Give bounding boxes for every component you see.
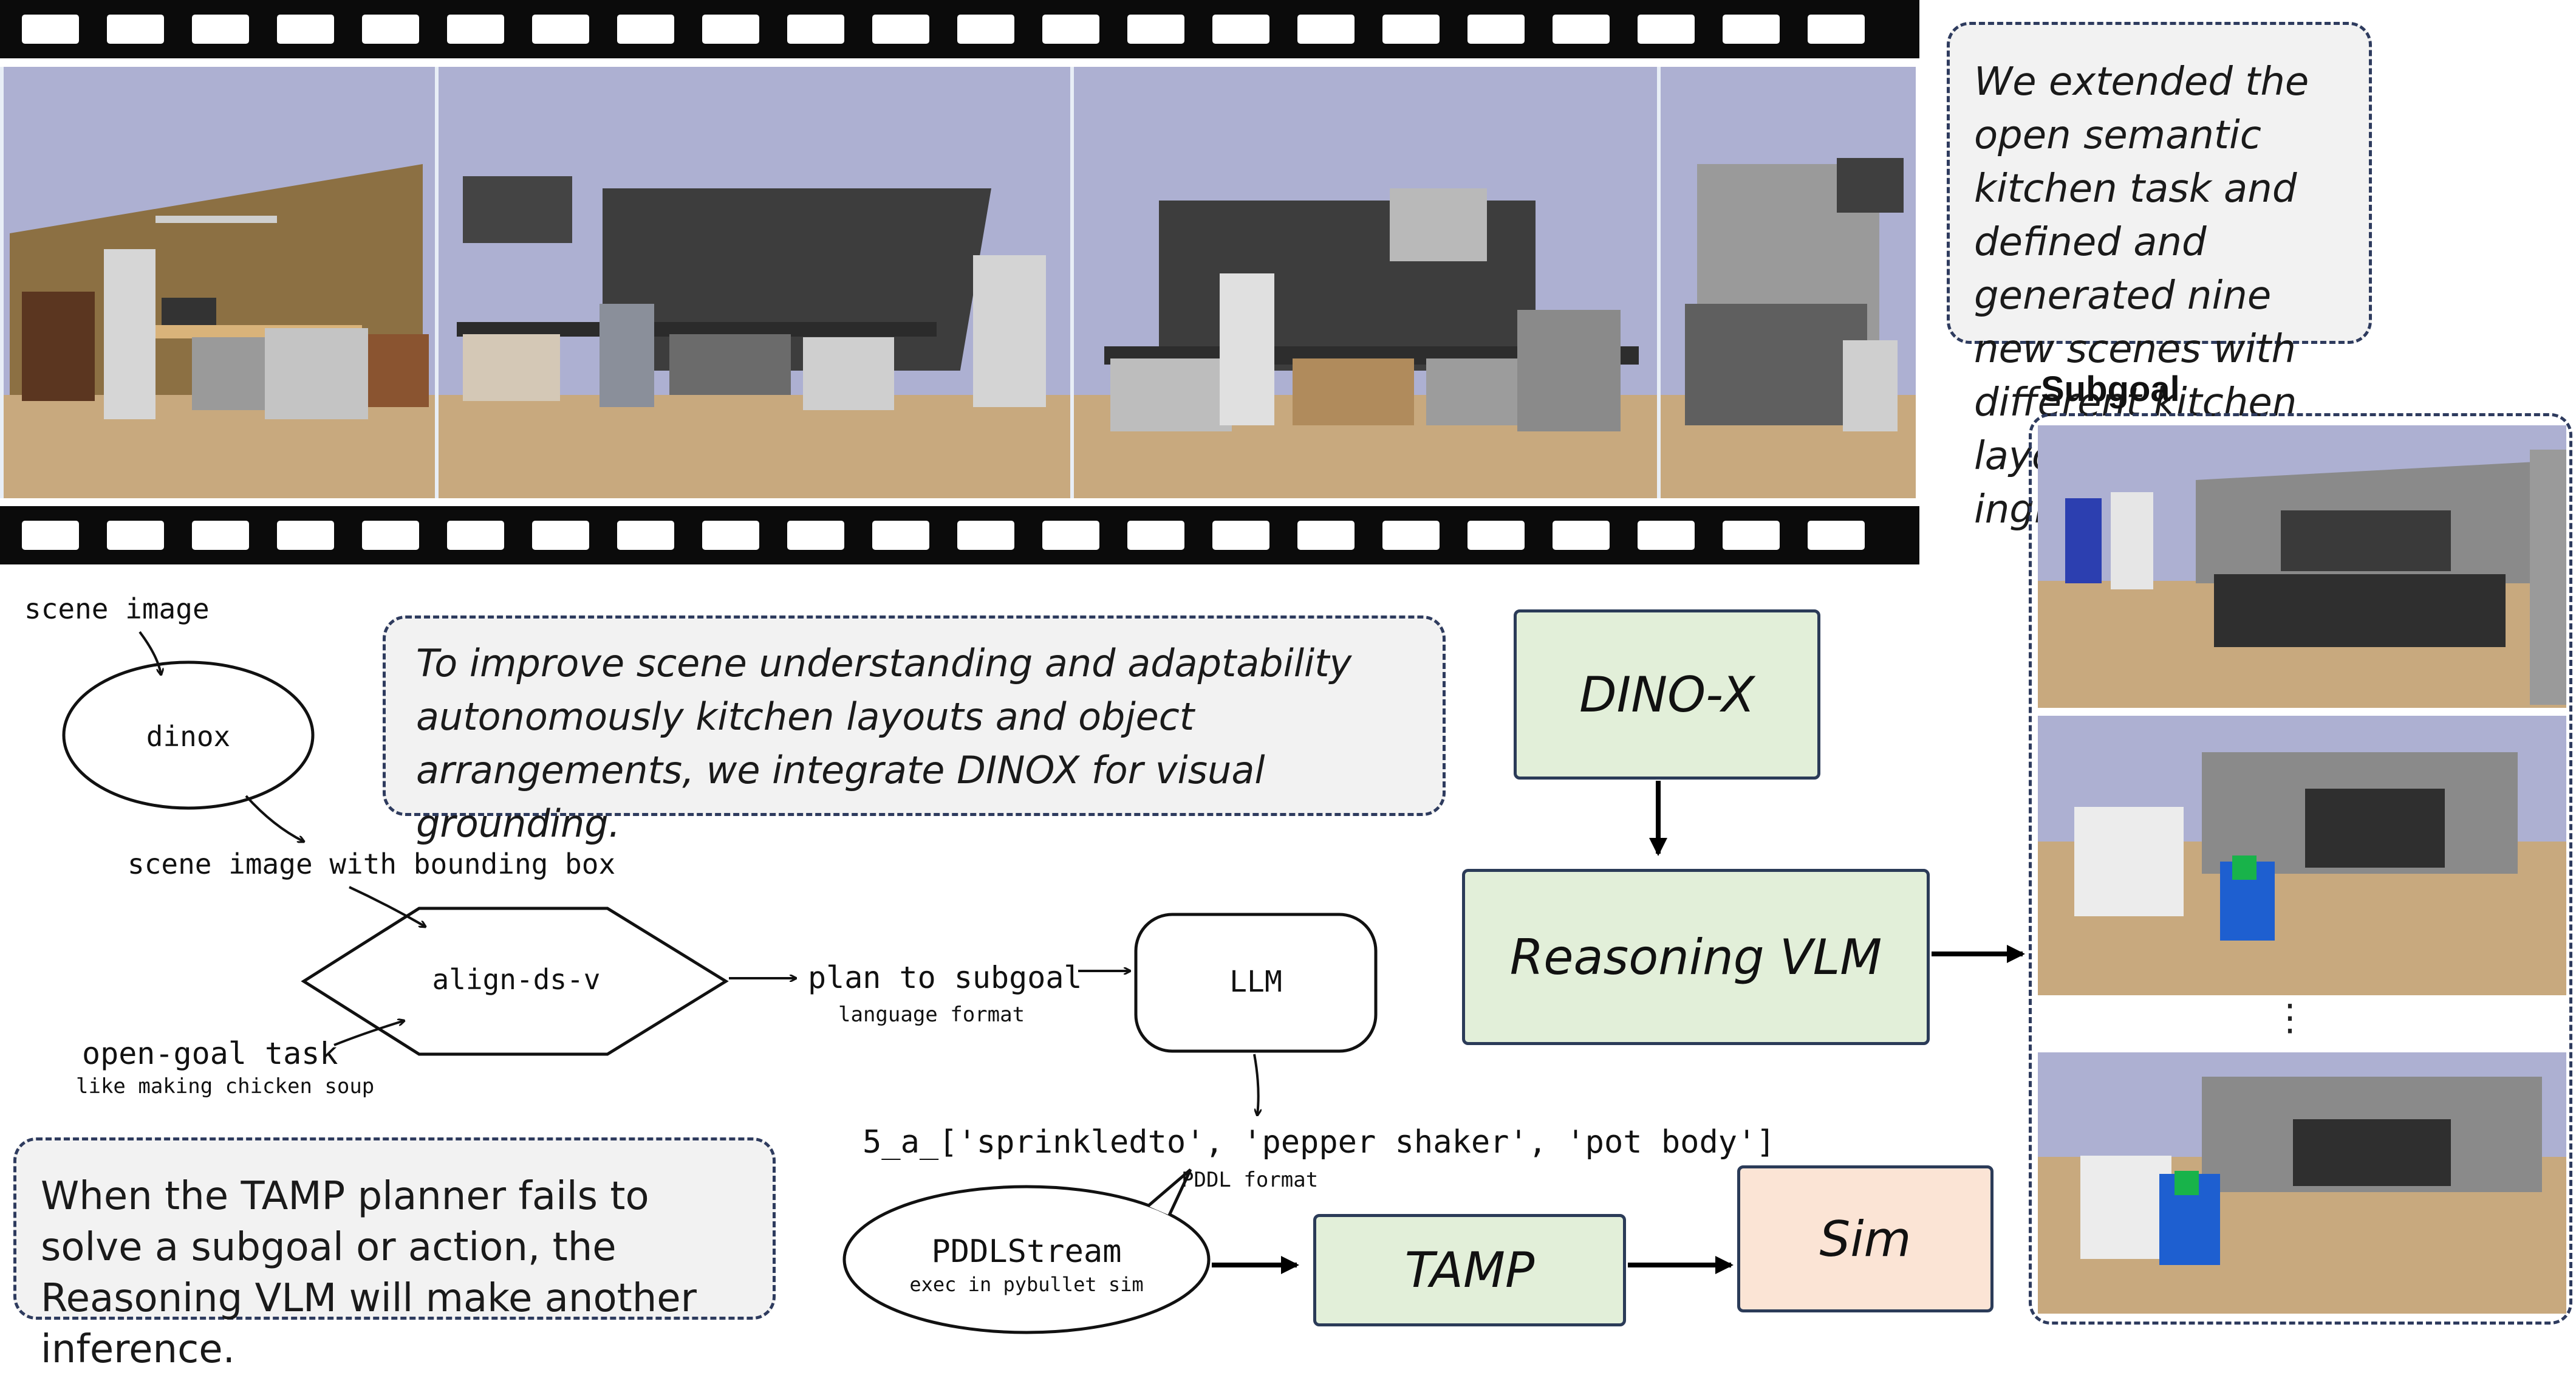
subgoal-panel <box>2029 413 2572 1325</box>
label-action: 5_a_['sprinkledto', 'pepper shaker', 'po… <box>863 1124 1775 1161</box>
sim-label: Sim <box>1819 1210 1912 1267</box>
tamp-box: TAMP <box>1313 1214 1626 1326</box>
label-open-goal-sub: like making chicken soup <box>76 1074 375 1099</box>
top-note: We extended the open semantic kitchen ta… <box>1947 22 2372 532</box>
subgoal-ellipsis: ⋮ <box>2272 996 2308 1039</box>
subgoal-image-1 <box>2038 425 2566 708</box>
middle-note-text: To improve scene understanding and adapt… <box>416 641 1352 846</box>
label-align: align-ds-v <box>432 963 601 996</box>
dino-x-box: DINO-X <box>1514 609 1820 780</box>
kitchen-scene-3 <box>1070 67 1681 498</box>
film-top-bar <box>0 0 1919 58</box>
dino-x-label: DINO-X <box>1579 666 1755 723</box>
kitchen-scene-2 <box>435 67 1070 498</box>
align-node <box>301 907 729 1056</box>
subgoal-image-3 <box>2038 1052 2566 1314</box>
pddlstream-node <box>842 1185 1211 1334</box>
sim-box: Sim <box>1737 1165 1993 1312</box>
label-scene-image: scene image <box>24 592 210 625</box>
subgoal-image-2 <box>2038 716 2566 995</box>
label-plan-to-subgoal: plan to subgoal <box>808 960 1082 995</box>
film-bottom-bar <box>0 506 1919 564</box>
llm-node <box>1134 913 1378 1053</box>
label-llm: LLM <box>1229 965 1282 999</box>
label-open-goal: open-goal task <box>82 1036 338 1071</box>
tamp-label: TAMP <box>1404 1242 1535 1298</box>
kitchen-scene-1 <box>0 67 435 498</box>
middle-note: To improve scene understanding and adapt… <box>383 615 1446 846</box>
reasoning-vlm-box: Reasoning VLM <box>1462 869 1930 1045</box>
label-dinox: dinox <box>146 720 231 753</box>
flow-shapes <box>62 631 2025 1334</box>
label-pddl-format: PDDL format <box>1181 1168 1319 1192</box>
label-pddlstream: PDDLStream <box>931 1233 1122 1270</box>
label-scene-image-bbox: scene image with bounding box <box>128 848 616 880</box>
subgoal-title: Subgoal <box>2041 369 2180 409</box>
label-pddlstream-sub: exec in pybullet sim <box>909 1273 1144 1296</box>
label-language-format: language format <box>838 1003 1025 1027</box>
dinox-node <box>62 660 315 810</box>
kitchen-scene-4 <box>1657 67 1916 498</box>
reasoning-vlm-label: Reasoning VLM <box>1509 928 1882 986</box>
